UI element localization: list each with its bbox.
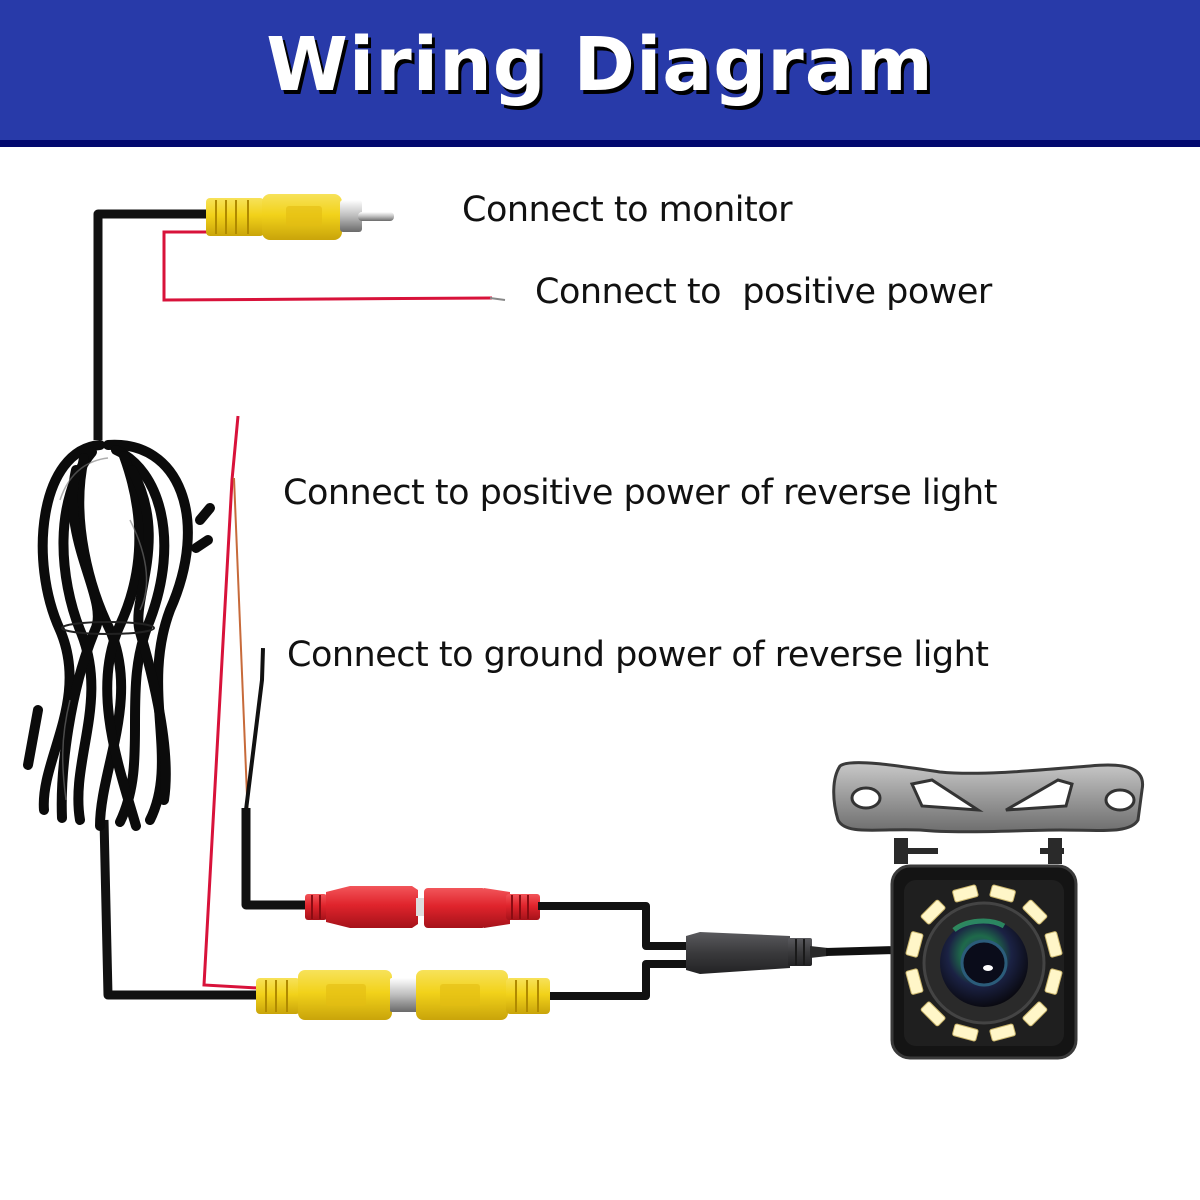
led-light bbox=[1022, 1001, 1048, 1027]
power-lead-wire bbox=[241, 808, 310, 910]
label-connect-monitor: Connect to monitor bbox=[462, 190, 793, 230]
coil-highlights bbox=[59, 457, 148, 801]
page-title: Wiring Diagram bbox=[266, 22, 934, 108]
led-light bbox=[952, 1023, 979, 1042]
label-reverse-light-positive: Connect to positive power of reverse lig… bbox=[283, 473, 997, 513]
camera-cable bbox=[825, 946, 897, 956]
wire-tip bbox=[489, 297, 506, 301]
camera-leds bbox=[905, 884, 1063, 1042]
led-light bbox=[905, 931, 924, 958]
power-connector bbox=[305, 886, 540, 928]
led-light bbox=[1044, 931, 1063, 958]
camera-bracket bbox=[832, 761, 1145, 834]
label-connect-positive-power: Connect to positive power bbox=[535, 272, 992, 312]
positive-power-wire bbox=[162, 230, 493, 302]
cable-splitter bbox=[686, 932, 828, 974]
header-banner bbox=[0, 0, 1200, 140]
led-light bbox=[920, 899, 946, 925]
rear-camera bbox=[832, 761, 1145, 1060]
led-light bbox=[989, 884, 1016, 903]
led-light bbox=[905, 968, 924, 995]
signal-wire bbox=[93, 209, 262, 1000]
cable-tie bbox=[61, 621, 155, 635]
led-light bbox=[952, 884, 979, 903]
label-reverse-light-ground: Connect to ground power of reverse light bbox=[287, 635, 989, 675]
splitter-wires bbox=[538, 902, 690, 1000]
led-light bbox=[920, 1001, 946, 1027]
rca-plug-monitor bbox=[206, 194, 394, 240]
header-underline bbox=[0, 140, 1200, 147]
led-light bbox=[989, 1023, 1016, 1042]
reverse-ground-wire bbox=[244, 647, 265, 811]
rca-video-coupler bbox=[256, 970, 550, 1020]
led-light bbox=[1022, 899, 1048, 925]
led-light bbox=[1044, 968, 1063, 995]
reverse-positive-wire-strand bbox=[233, 477, 249, 821]
cable-coil bbox=[23, 439, 215, 831]
reverse-positive-wire bbox=[202, 415, 259, 990]
